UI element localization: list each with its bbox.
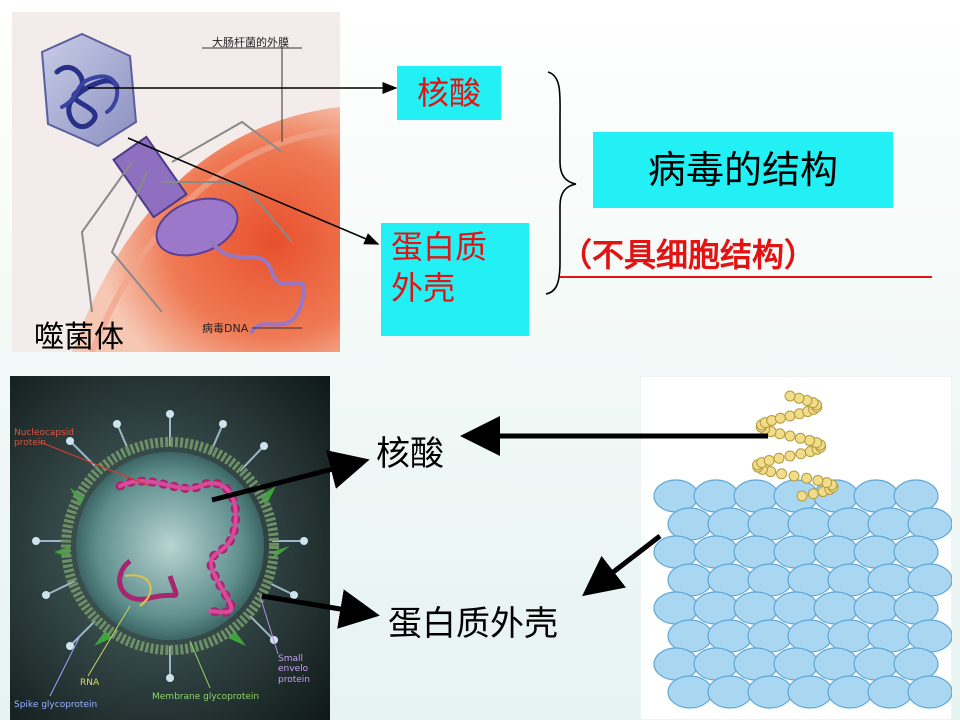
phage-head — [40, 32, 138, 148]
small-envelope-label-line1: Small envelo — [278, 654, 309, 675]
small-envelope-label-line2: protein — [278, 674, 310, 685]
nucleic-acid-label: 核酸 — [416, 73, 481, 112]
virus-structure-title: 病毒的结构 — [647, 147, 838, 192]
virus-core — [76, 452, 264, 640]
protein-shell-label-box: 蛋白质 外壳 — [381, 223, 529, 336]
phage-drawing — [12, 12, 340, 352]
nucleic-acid-label-box: 核酸 — [397, 66, 501, 120]
note-underline — [560, 276, 932, 278]
bottom-protein-shell-label: 蛋白质外壳 — [388, 604, 558, 644]
phage-name-label: 噬菌体 — [34, 320, 124, 352]
protein-shell-label-line1: 蛋白质 — [391, 228, 488, 266]
rna-label: RNA — [80, 678, 100, 688]
nucleocapsid-label-line1: Nucleocapsid — [14, 428, 75, 438]
capsomere-units — [653, 479, 952, 709]
viral-dna-label: 病毒DNA — [202, 322, 249, 335]
spike-glycoprotein-label: Spike glycoprotein — [14, 700, 98, 710]
rod-virus-drawing — [640, 376, 952, 720]
enveloped-virus-illustration: Nucleocapsid protein RNA Spike glycoprot… — [10, 376, 330, 720]
nucleocapsid-label-line2: protein — [14, 438, 46, 449]
bottom-nucleic-acid-label: 核酸 — [376, 434, 444, 474]
viral-dna-strand — [210, 240, 306, 334]
virus-structure-title-box: 病毒的结构 — [593, 132, 893, 208]
virus-envelope — [61, 437, 279, 655]
membrane-glycoprotein-label: Membrane glycoprotein — [152, 692, 260, 702]
protein-shell-label-line2: 外壳 — [391, 268, 456, 307]
ecoli-membrane-label: 大肠杆菌的外膜 — [212, 36, 289, 49]
virus-drawing — [10, 376, 330, 720]
rna-helix — [752, 390, 839, 502]
no-cell-structure-note: （不具细胞结构） — [560, 236, 817, 274]
small-envelope-protein-label: Small envelo protein — [278, 654, 330, 685]
phage-illustration: 大肠杆菌的外膜 病毒DNA 噬菌体 — [12, 12, 340, 352]
nucleocapsid-label: Nucleocapsid protein — [14, 428, 74, 449]
rod-virus-illustration — [640, 376, 952, 720]
